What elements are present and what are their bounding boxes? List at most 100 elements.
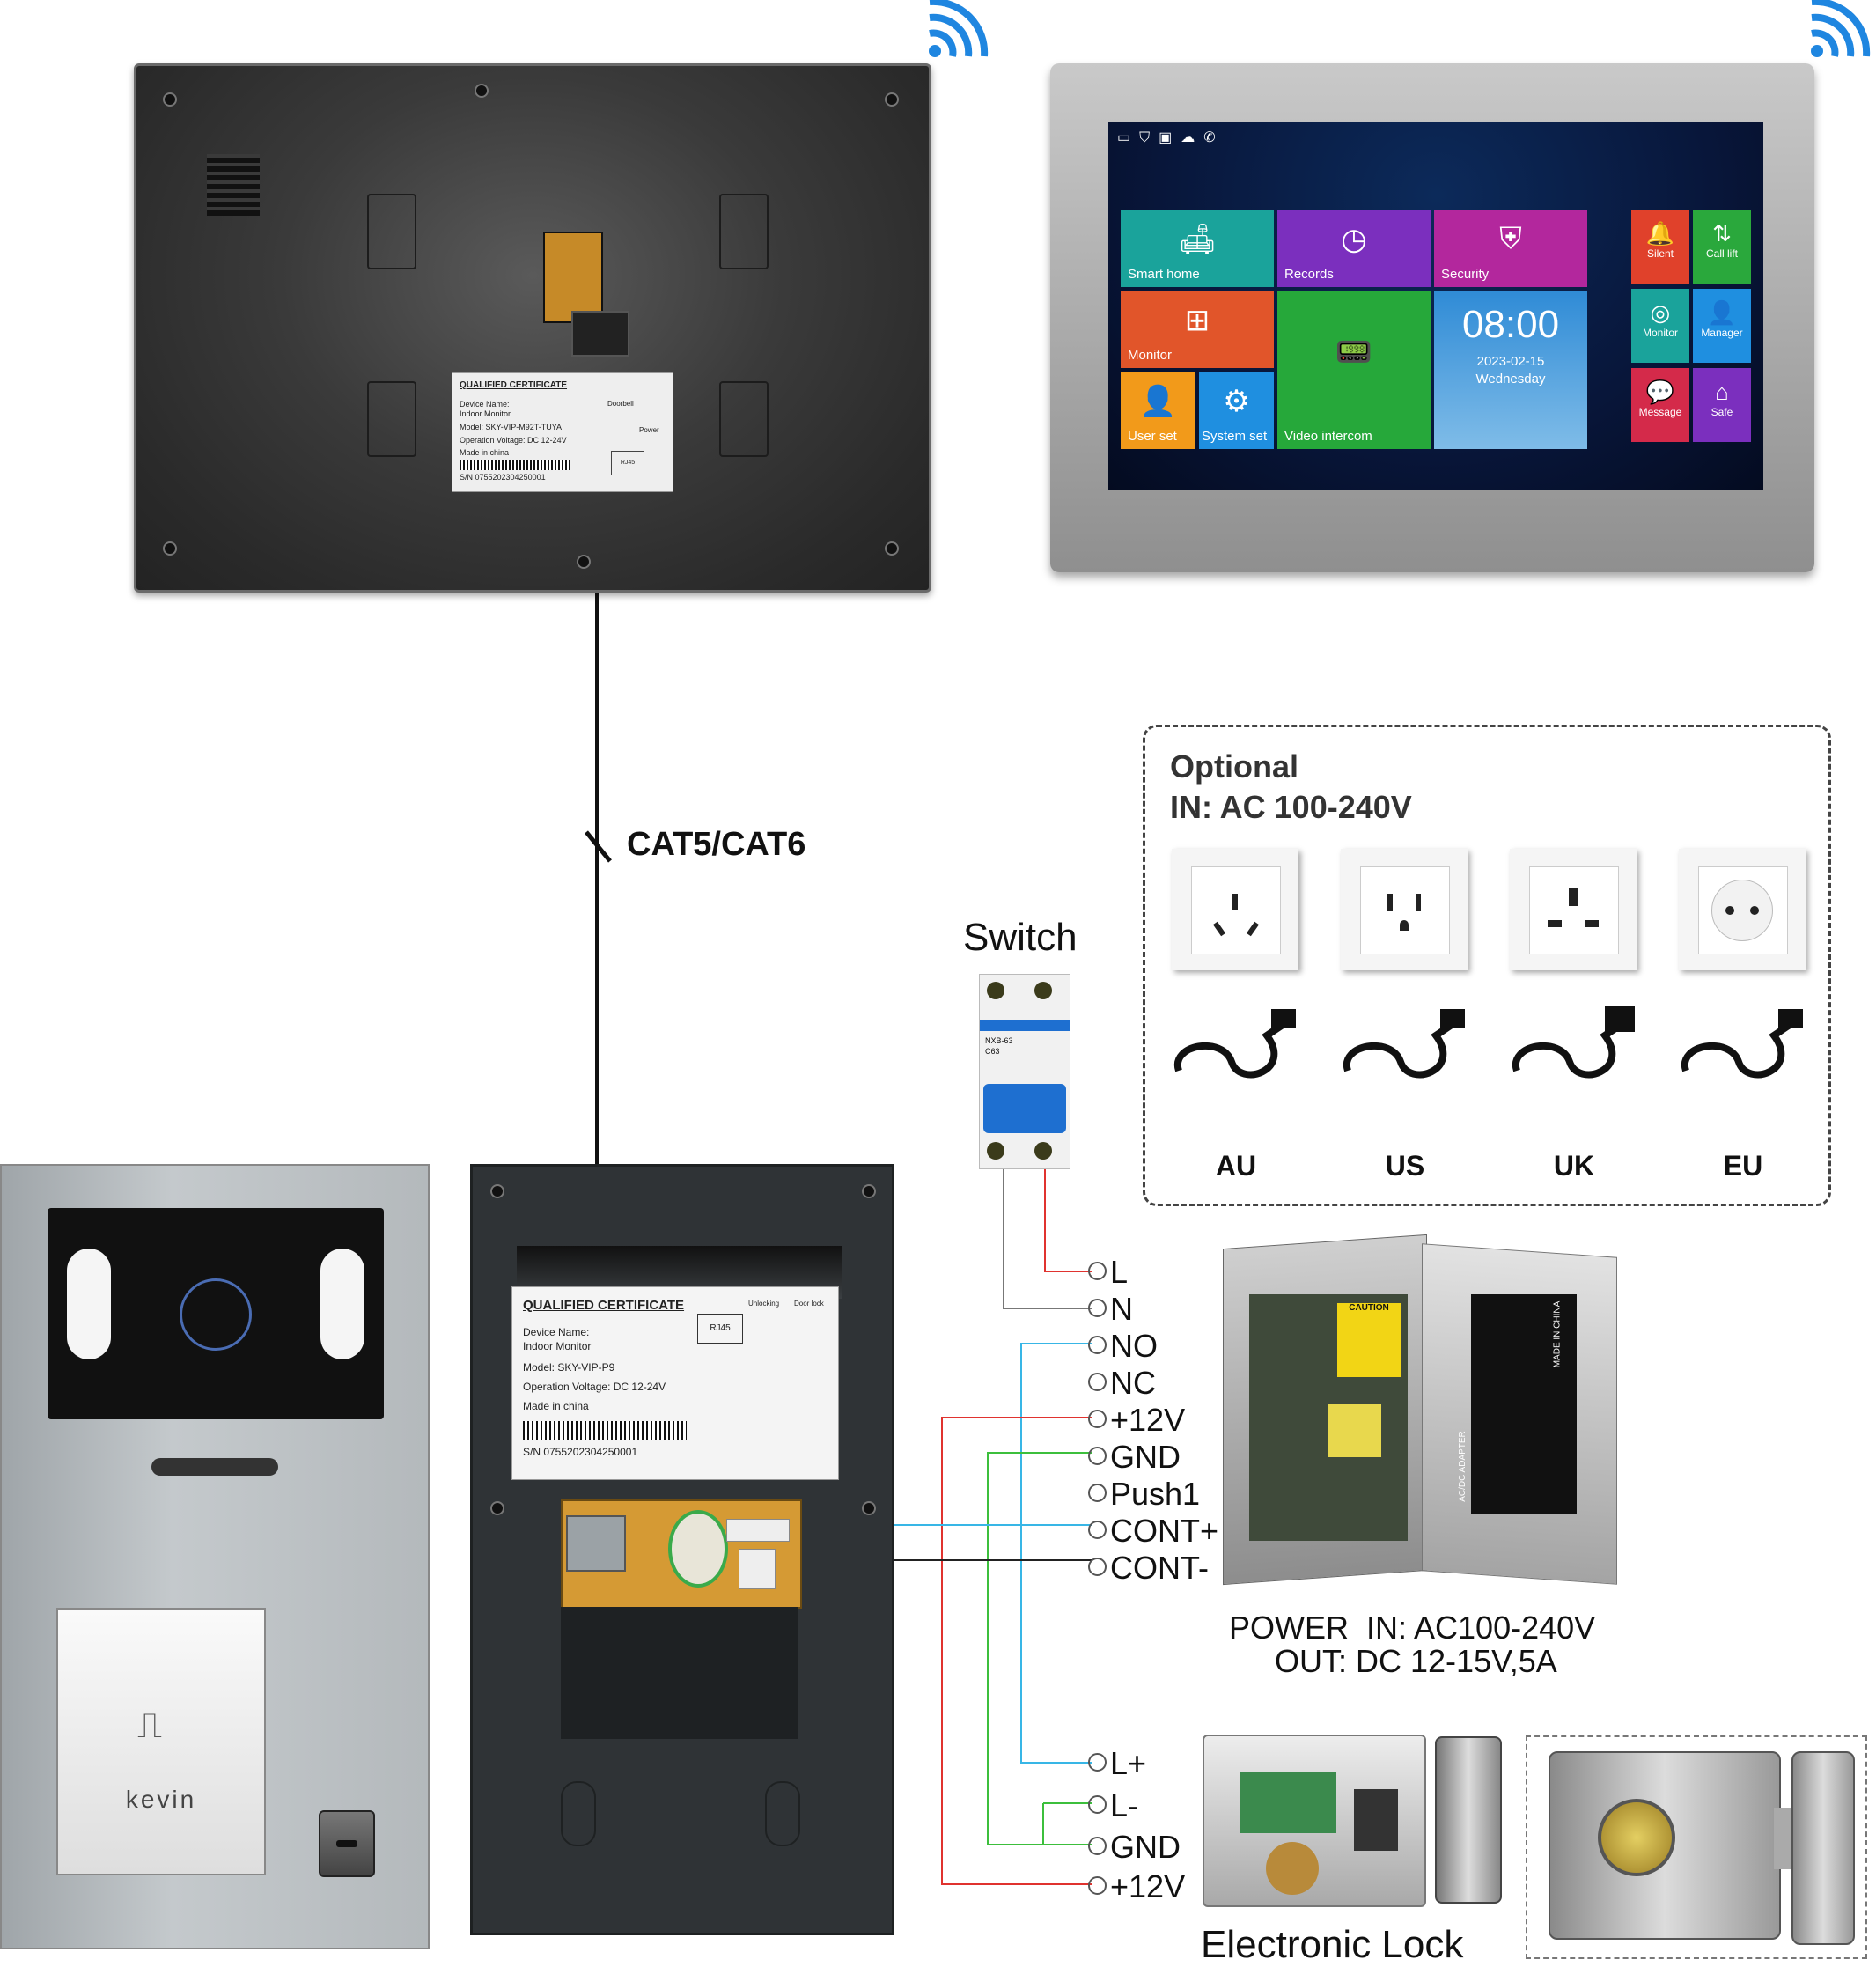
terminal-gnd: GND [1088, 1439, 1181, 1476]
wire-L [1044, 1168, 1092, 1272]
tile-records[interactable]: ◷Records [1277, 210, 1431, 287]
cert-model: Model: SKY-VIP-M92T-TUYA [460, 423, 563, 431]
camera-lens-icon [180, 1278, 252, 1351]
plug-label-us: US [1385, 1150, 1425, 1182]
wire-N [1003, 1168, 1092, 1309]
tile-label: User set [1128, 429, 1177, 444]
cert-made: Made in china [460, 448, 510, 457]
certificate-label: QUALIFIED CERTIFICATE Device Name: Indoo… [452, 372, 673, 492]
wifi-icon [929, 0, 989, 57]
clock-time: 08:00 [1461, 303, 1560, 346]
tile-call-lift[interactable]: ⇅Call lift [1693, 210, 1751, 284]
mount-hook [367, 194, 416, 269]
rfid-panel: ⎍ kevin [56, 1608, 266, 1875]
rfid-card-icon: ⎍ [137, 1706, 162, 1745]
tile-monitor[interactable]: ⊞Monitor [1121, 291, 1274, 368]
clock-date: 2023-02-15 [1476, 354, 1545, 369]
circuit-board [561, 1499, 802, 1609]
circuit-breaker: NXB-63 C63 [979, 974, 1070, 1169]
power-cord-uk [1512, 1006, 1635, 1079]
lock-cylinder-icon [1598, 1799, 1675, 1876]
screw-icon [862, 1184, 876, 1198]
tile-clock: 08:00 2023-02-15 Wednesday [1434, 291, 1587, 449]
cable-label: CAT5/CAT6 [627, 826, 806, 863]
cert-voltage: Operation Voltage: DC 12-24V [523, 1381, 666, 1393]
cert-sn: S/N 0755202304250001 [523, 1446, 638, 1458]
network-icon: ⊞ [1184, 304, 1210, 337]
terminal-NC: NC [1088, 1365, 1156, 1402]
tile-label: Video intercom [1284, 429, 1372, 444]
speaker-grille [207, 154, 260, 216]
tile-label: Silent [1646, 247, 1674, 260]
cert-door-lock: Door lock [794, 1300, 824, 1308]
tile-silent[interactable]: 🔔Silent [1631, 210, 1689, 284]
image-icon: ▣ [1159, 130, 1181, 145]
breaker-toggle[interactable] [983, 1084, 1066, 1133]
barcode [460, 460, 570, 470]
tile-smart-home[interactable]: 🛋Smart home [1121, 210, 1274, 287]
connector-board [543, 232, 603, 323]
call-button[interactable] [319, 1810, 375, 1877]
socket-uk [1510, 849, 1637, 970]
tile-label: Call lift [1705, 247, 1738, 260]
wifi-icon [1811, 0, 1871, 57]
tile-label: Manager [1701, 327, 1743, 339]
tile-system-set[interactable]: ⚙System set [1199, 372, 1274, 449]
plug-label-uk: UK [1553, 1150, 1595, 1182]
tile-manager[interactable]: 👤Manager [1693, 289, 1751, 363]
terminal-push1: Push1 [1088, 1476, 1200, 1513]
bell-icon: 🔔 [1645, 220, 1675, 247]
power-supply: CAUTION AC/DC ADAPTER MADE IN CHINA [1223, 1234, 1617, 1586]
tile-message[interactable]: 💬Message [1631, 368, 1689, 442]
terminal-block [726, 1519, 790, 1542]
socket-us [1341, 849, 1468, 970]
tile-security[interactable]: ⛨Security [1434, 210, 1587, 287]
power-cord-eu [1681, 1009, 1803, 1079]
user-icon: 👤 [1139, 385, 1177, 418]
mount-hook [367, 381, 416, 457]
screw-icon [987, 1142, 1004, 1160]
monitor-front: ▭⛉▣☁✆ 🛋Smart home ◷Records ⛨Security ⊞Mo… [1050, 63, 1814, 572]
cert-made: Made in china [523, 1400, 589, 1412]
screw-icon [490, 1501, 504, 1515]
cert-rj45: RJ45 [611, 451, 644, 475]
power-cord-us [1343, 1009, 1465, 1079]
terminal-lock-12v: +12V [1088, 1868, 1185, 1905]
terminal-12v: +12V [1088, 1402, 1185, 1439]
electronic-lock-photo [1526, 1735, 1867, 1959]
tile-safe[interactable]: ⌂Safe [1693, 368, 1751, 442]
microphone-grille [151, 1458, 278, 1476]
cert-power: Power [639, 426, 659, 434]
socket-au [1172, 849, 1298, 970]
tile-label: Message [1638, 406, 1682, 418]
cert-device-value: Indoor Monitor [460, 409, 511, 418]
shield-icon: ⛨ [1499, 222, 1522, 255]
door-station-back: QUALIFIED CERTIFICATE Device Name: Indoo… [470, 1164, 894, 1935]
terminal-lock-gnd: GND [1088, 1829, 1181, 1866]
terminal-l-plus: L+ [1088, 1745, 1146, 1782]
cert-voltage: Operation Voltage: DC 12-24V [460, 436, 567, 445]
tile-monitor-side[interactable]: ◎Monitor [1631, 289, 1689, 363]
screw-icon [475, 84, 489, 98]
terminal-N: N [1088, 1291, 1133, 1328]
terminal-cont-plus: CONT+ [1088, 1513, 1218, 1550]
user-icon: 👤 [1707, 299, 1737, 326]
screw-icon [163, 92, 177, 107]
screw-icon [862, 1501, 876, 1515]
screw-icon [885, 92, 899, 107]
power-cord-au [1173, 1009, 1296, 1079]
rj45-port [571, 311, 629, 357]
walkie-talkie-icon: 📟 [1335, 335, 1373, 369]
cert-title: QUALIFIED CERTIFICATE [523, 1298, 685, 1313]
tile-user-set[interactable]: 👤 User set [1121, 372, 1195, 449]
tile-video-intercom[interactable]: 📟 Video intercom [1277, 291, 1431, 449]
optional-title: Optional [1170, 748, 1298, 785]
tile-label: System set [1202, 429, 1268, 444]
message-icon: 💬 [1645, 379, 1675, 405]
wire-gnd [987, 1452, 1092, 1845]
cert-doorbell: Doorbell [607, 400, 634, 408]
cert-title: QUALIFIED CERTIFICATE [460, 380, 568, 390]
sofa-icon: 🛋 [1178, 223, 1217, 256]
monitor-screen: ▭⛉▣☁✆ 🛋Smart home ◷Records ⛨Security ⊞Mo… [1108, 122, 1763, 490]
tile-label: Monitor [1642, 327, 1678, 339]
